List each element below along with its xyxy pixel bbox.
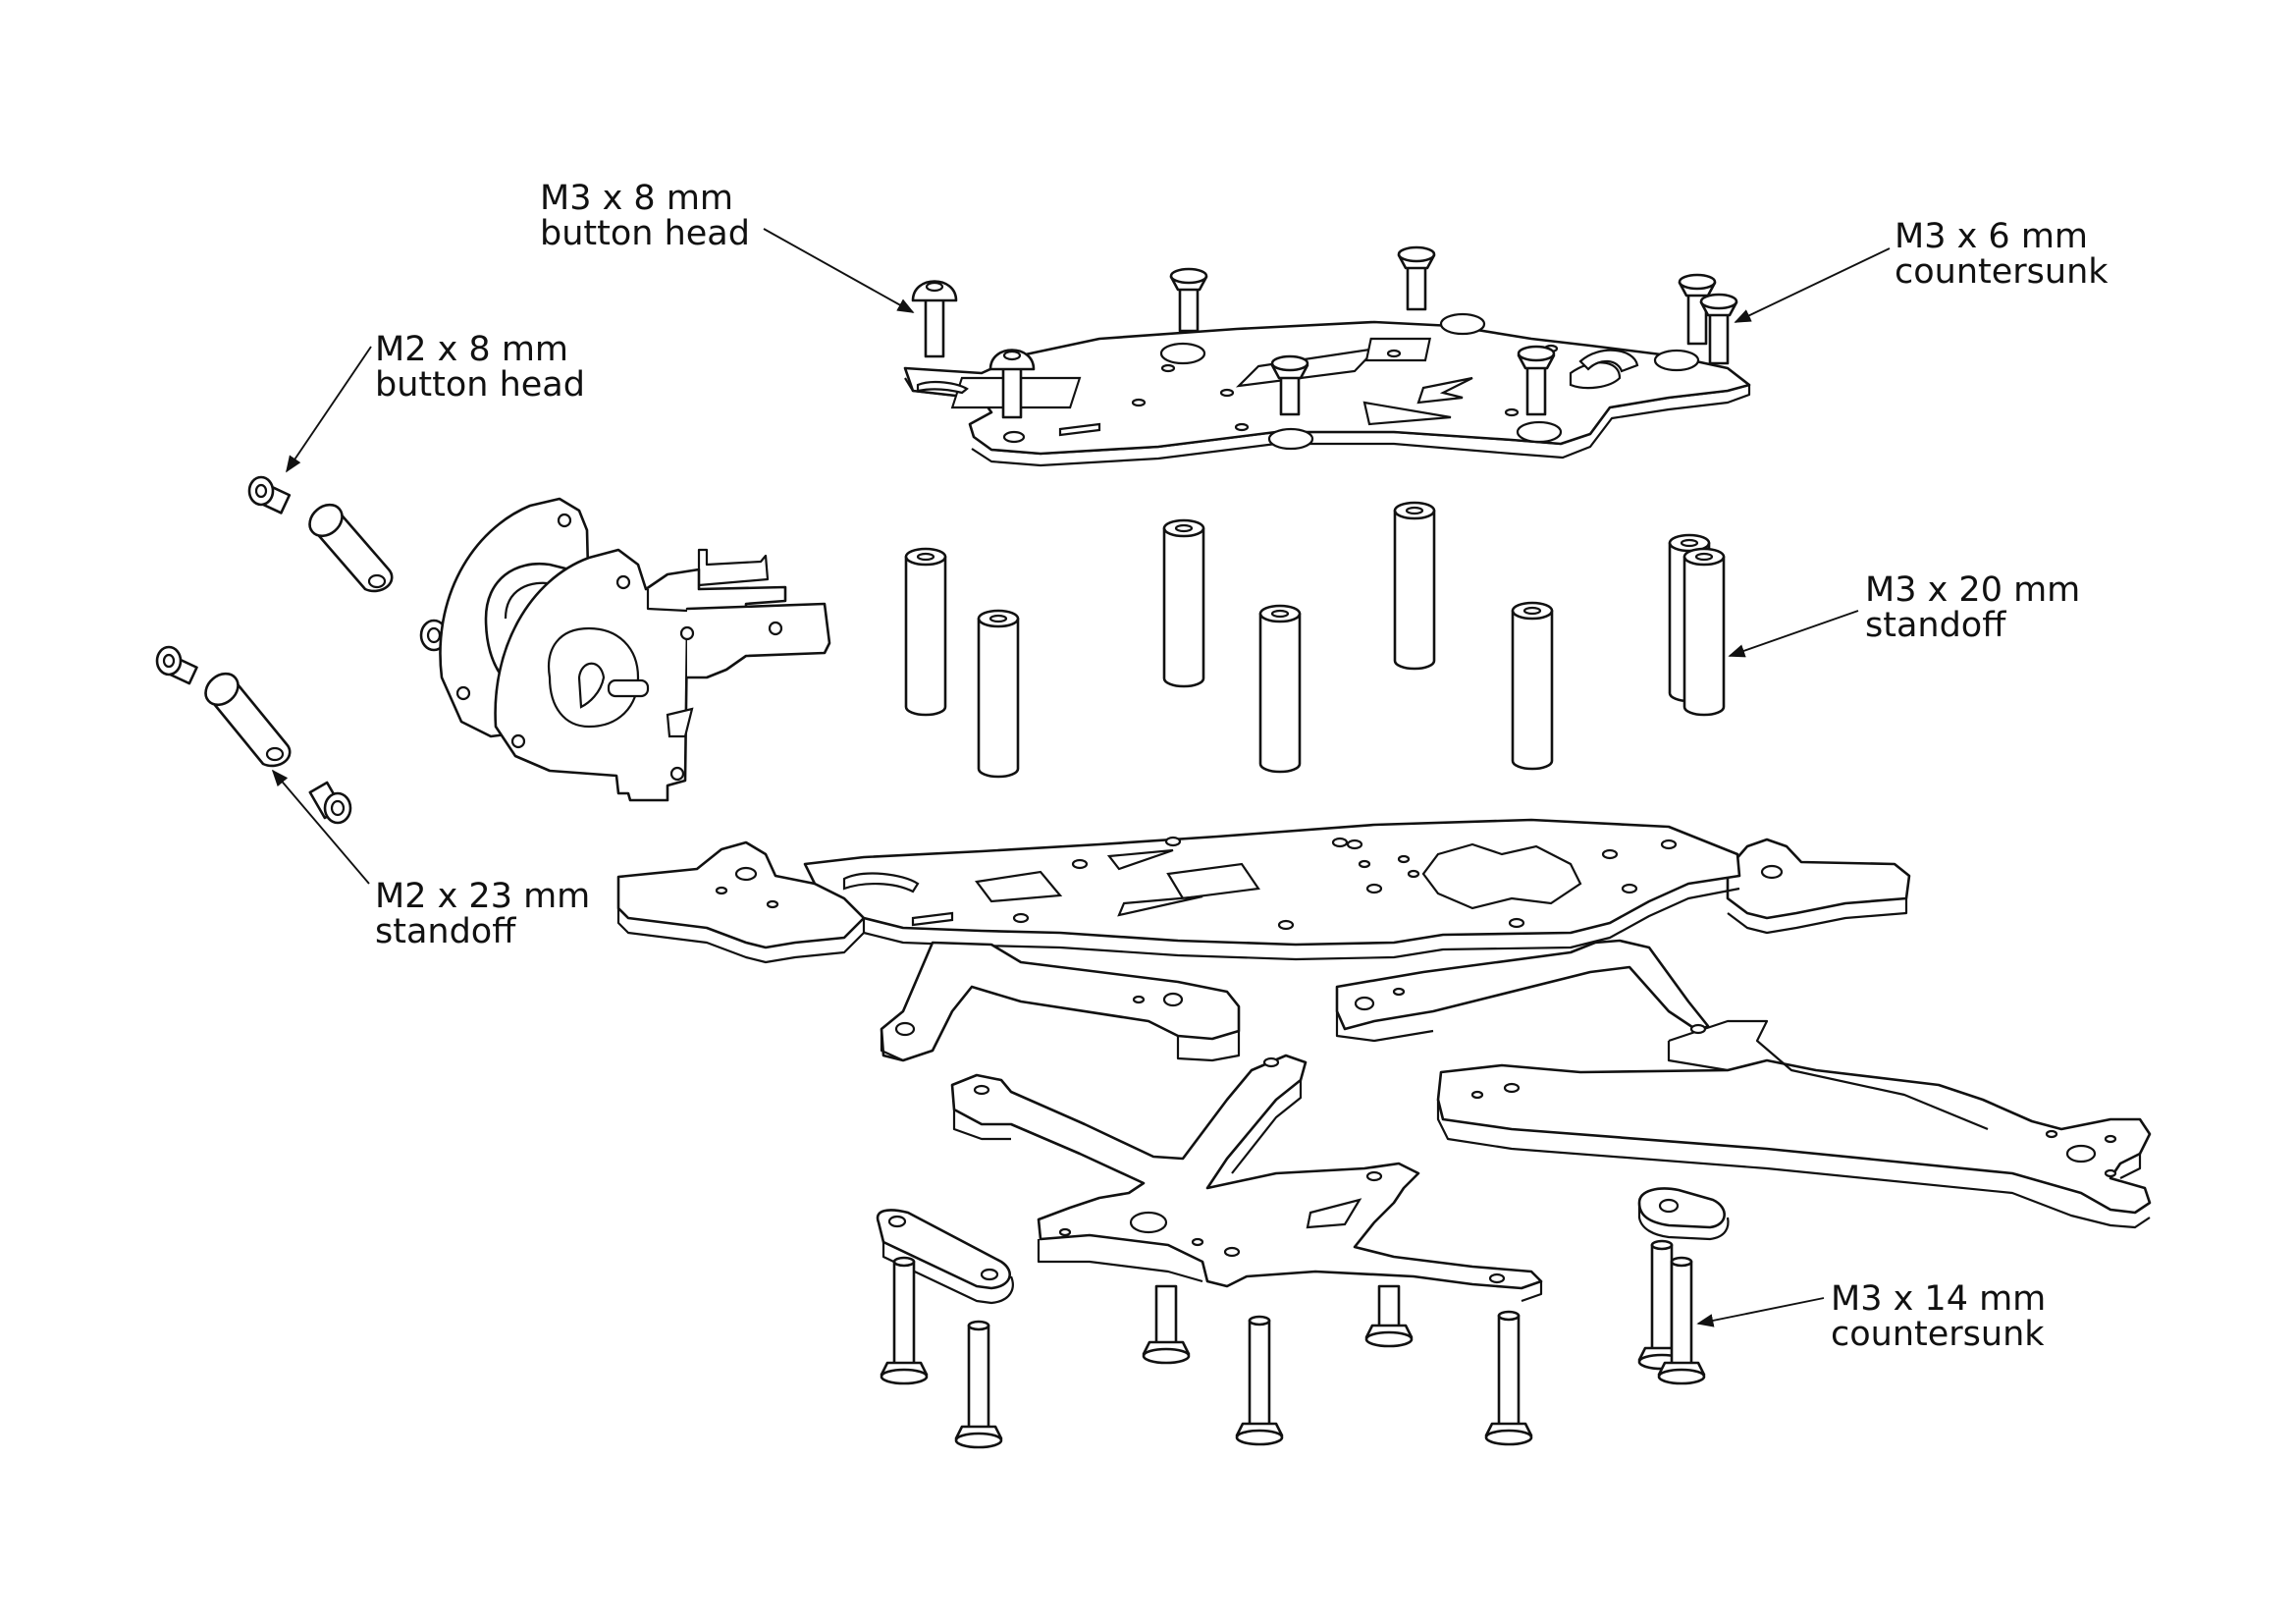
long-screw-5 — [1364, 1284, 1414, 1348]
m2-screw-bottom-right — [308, 781, 352, 825]
top-screw-2 — [988, 349, 1036, 419]
rear-right-arm-plate — [1436, 1019, 2152, 1229]
front-left-arm-plate — [950, 1054, 1543, 1303]
leader-m2-8-button — [286, 346, 372, 473]
leader-m3-14-countersunk — [1696, 1297, 1825, 1327]
callout-m2-23-standoff-line2: standoff — [375, 912, 516, 951]
standoff-3 — [1162, 518, 1205, 688]
bottom-frame — [616, 818, 1911, 1062]
top-plate — [903, 312, 1751, 467]
leader-m3-20-standoff — [1728, 610, 1859, 658]
m2-screw-left-top — [247, 475, 292, 514]
callout-m3-20-standoff-line2: standoff — [1865, 606, 2006, 645]
callout-m2-8-button: M2 x 8 mm button head — [286, 330, 585, 473]
callout-m2-8-button-line1: M2 x 8 mm — [375, 330, 568, 369]
callout-m3-6-countersunk-line2: countersunk — [1895, 252, 2109, 292]
long-screw-3 — [1142, 1284, 1191, 1365]
callout-m3-6-countersunk: M3 x 6 mm countersunk — [1734, 217, 2109, 323]
callout-m3-6-countersunk-line1: M3 x 6 mm — [1895, 217, 2088, 256]
standoff-2 — [977, 609, 1020, 779]
callout-m3-20-standoff: M3 x 20 mm standoff — [1728, 570, 2080, 658]
top-screw-3 — [1169, 267, 1208, 333]
top-screw-8 — [1699, 293, 1738, 365]
long-screws-m3-14 — [880, 1239, 1706, 1449]
m2-standoff-upper — [308, 503, 394, 593]
callout-m3-8-button: M3 x 8 mm button head — [540, 179, 915, 313]
standoff-4 — [1258, 604, 1302, 774]
long-screw-6 — [1484, 1310, 1533, 1446]
callout-m2-23-standoff: M2 x 23 mm standoff — [271, 769, 590, 951]
bracket-left — [876, 1209, 1014, 1305]
standoff-6 — [1511, 601, 1554, 771]
m2-standoff-lower — [204, 672, 292, 768]
top-screw-6 — [1517, 345, 1556, 416]
callout-m2-8-button-line2: button head — [375, 365, 585, 405]
callout-m3-20-standoff-line1: M3 x 20 mm — [1865, 570, 2080, 610]
long-screw-2 — [954, 1320, 1003, 1449]
callout-m3-8-button-line2: button head — [540, 214, 750, 253]
m2-screw-left-bottom — [155, 645, 198, 685]
leader-m3-6-countersunk — [1734, 247, 1891, 323]
standoffs-m3-20 — [904, 501, 1726, 779]
bracket-right — [1637, 1187, 1730, 1241]
callout-m2-23-standoff-line1: M2 x 23 mm — [375, 877, 590, 916]
top-screw-5 — [1397, 245, 1436, 311]
leader-m2-23-standoff — [271, 769, 370, 885]
camera-mount-assembly — [155, 475, 831, 825]
callout-m3-14-countersunk-line2: countersunk — [1831, 1315, 2045, 1354]
camera-side-plate-front — [494, 548, 831, 802]
long-screw-1 — [880, 1256, 929, 1385]
long-screw-4 — [1235, 1315, 1284, 1446]
callout-m3-14-countersunk-line1: M3 x 14 mm — [1831, 1279, 2046, 1319]
standoff-1 — [904, 547, 947, 717]
standoff-8 — [1682, 547, 1726, 717]
top-screw-1 — [911, 280, 958, 358]
top-screw-4 — [1270, 354, 1309, 416]
callout-m3-8-button-line1: M3 x 8 mm — [540, 179, 733, 218]
long-screw-8 — [1657, 1256, 1706, 1385]
callout-m3-14-countersunk: M3 x 14 mm countersunk — [1696, 1279, 2046, 1354]
standoff-5 — [1393, 501, 1436, 671]
leader-m3-8-button — [763, 228, 915, 313]
